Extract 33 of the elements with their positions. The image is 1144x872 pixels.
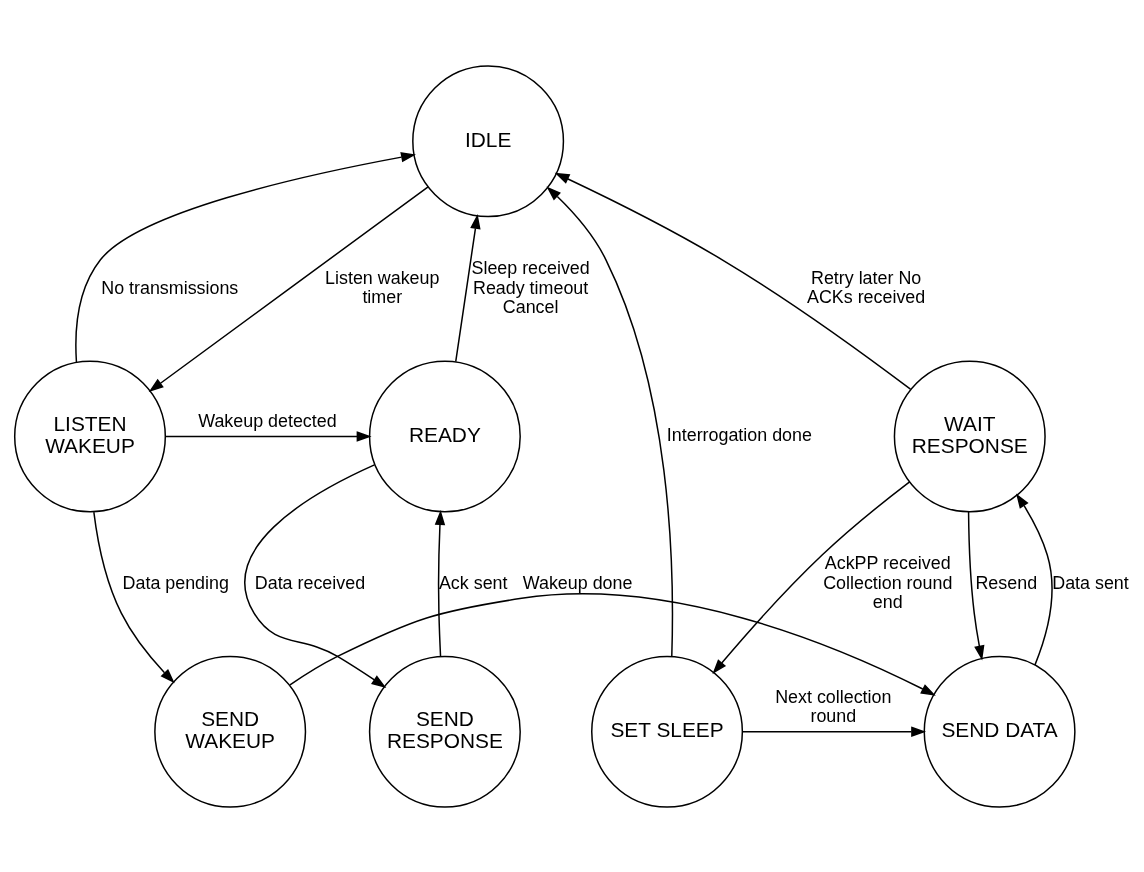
arrow	[434, 509, 446, 657]
edge-label: Resend	[975, 572, 1038, 593]
edge-label: Data pending	[122, 572, 229, 593]
edge-label: Listen wakeup timer	[325, 267, 440, 307]
arrow	[93, 510, 175, 683]
edge-label: Retry later No ACKs received	[807, 267, 926, 307]
edge-label: Interrogation done	[666, 424, 812, 445]
arrow	[289, 592, 936, 696]
node-circle: SEND WAKEUP	[154, 655, 307, 808]
edge-label: Next collection round	[775, 686, 892, 726]
edge-label: Wakeup done	[522, 572, 633, 593]
arrow	[148, 185, 429, 392]
edge-label: Data received	[254, 572, 366, 593]
node-circle: READY	[368, 359, 521, 513]
edge-label: AckPP received Collection round end	[823, 552, 953, 612]
edge-label: Wakeup detected	[198, 410, 337, 431]
arrow	[75, 151, 416, 363]
edge-label: Ack sent	[438, 572, 508, 593]
arrow	[554, 172, 912, 390]
edge-label: No transmissions	[101, 277, 239, 297]
node-circle: IDLE	[412, 64, 565, 217]
edge-label: Sleep received Ready timeout Cancel	[471, 257, 590, 317]
arrow	[546, 185, 674, 657]
arrow	[455, 213, 481, 362]
node-circle: WAIT RESPONSE	[893, 359, 1046, 513]
arrow	[1016, 492, 1053, 666]
arrow	[741, 726, 927, 737]
arrow	[967, 510, 985, 660]
node-circle: SEND DATA	[923, 655, 1076, 808]
arrow	[244, 463, 387, 688]
arrow	[164, 430, 372, 442]
arrow	[712, 480, 911, 674]
edge-label: Data sent	[1052, 572, 1129, 593]
